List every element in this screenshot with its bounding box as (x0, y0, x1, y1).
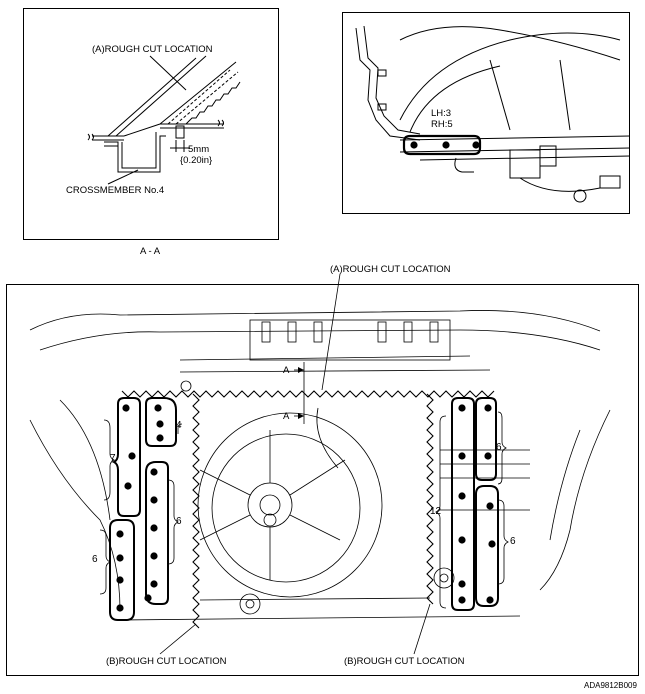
count-right-upper: 6 (496, 442, 502, 453)
count-left-inner: 6 (176, 516, 182, 527)
count-right-lower: 6 (510, 536, 516, 547)
rivet-dot (128, 452, 136, 460)
rivet-dot (154, 404, 162, 412)
rivet-dot (116, 530, 124, 538)
rivet-dot (124, 482, 132, 490)
main-callout-b-right: (B)ROUGH CUT LOCATION (344, 656, 465, 667)
rivet-dot (150, 524, 158, 532)
detail-aa-frame (23, 8, 279, 240)
rivet-dot (486, 596, 494, 604)
count-left-outer: 7 (110, 453, 116, 464)
rivet-dot (122, 404, 130, 412)
crossmember-label: CROSSMEMBER No.4 (66, 185, 165, 196)
detail-aa-dim-mm: 5mm (188, 144, 210, 155)
rivet-dot (116, 576, 124, 584)
rivet-dot (484, 404, 492, 412)
section-aa-label: A - A (140, 246, 161, 257)
section-marker-top: A (283, 365, 290, 376)
rivet-dot (150, 468, 158, 476)
rivet-dot (150, 580, 158, 588)
rivet-dot (458, 596, 466, 604)
main-callout-a: (A)ROUGH CUT LOCATION (330, 264, 451, 275)
detail-aa-dim-in: {0.20in} (180, 155, 213, 166)
rivet-dot (144, 594, 152, 602)
rivet-dot (486, 502, 494, 510)
rivet-dot (458, 452, 466, 460)
rh-count: RH:5 (431, 119, 453, 130)
rivet-dot (484, 452, 492, 460)
count-left-lower: 6 (92, 554, 98, 565)
rivet-dot (156, 434, 164, 442)
rivet-dot (150, 496, 158, 504)
rivet-dot (150, 552, 158, 560)
rivet-dot (116, 554, 124, 562)
figure-code: ADA9812B009 (584, 681, 637, 690)
rivet-dot (116, 604, 124, 612)
rivet-dot (458, 404, 466, 412)
rivet-dot (458, 492, 466, 500)
detail-aa-callout: (A)ROUGH CUT LOCATION (92, 44, 213, 55)
count-right-outer: 12 (430, 506, 442, 517)
lh-count: LH:3 (431, 108, 452, 119)
main-callout-b-left: (B)ROUGH CUT LOCATION (106, 656, 227, 667)
rivet-dot (156, 420, 164, 428)
count-left-upper-small: 4 (176, 420, 182, 431)
rivet-dot (488, 540, 496, 548)
section-marker-bottom: A (283, 411, 290, 422)
rivet-dot (458, 536, 466, 544)
detail-side-frame (342, 12, 630, 214)
main-view-frame (6, 284, 639, 676)
rivet-dot (458, 580, 466, 588)
